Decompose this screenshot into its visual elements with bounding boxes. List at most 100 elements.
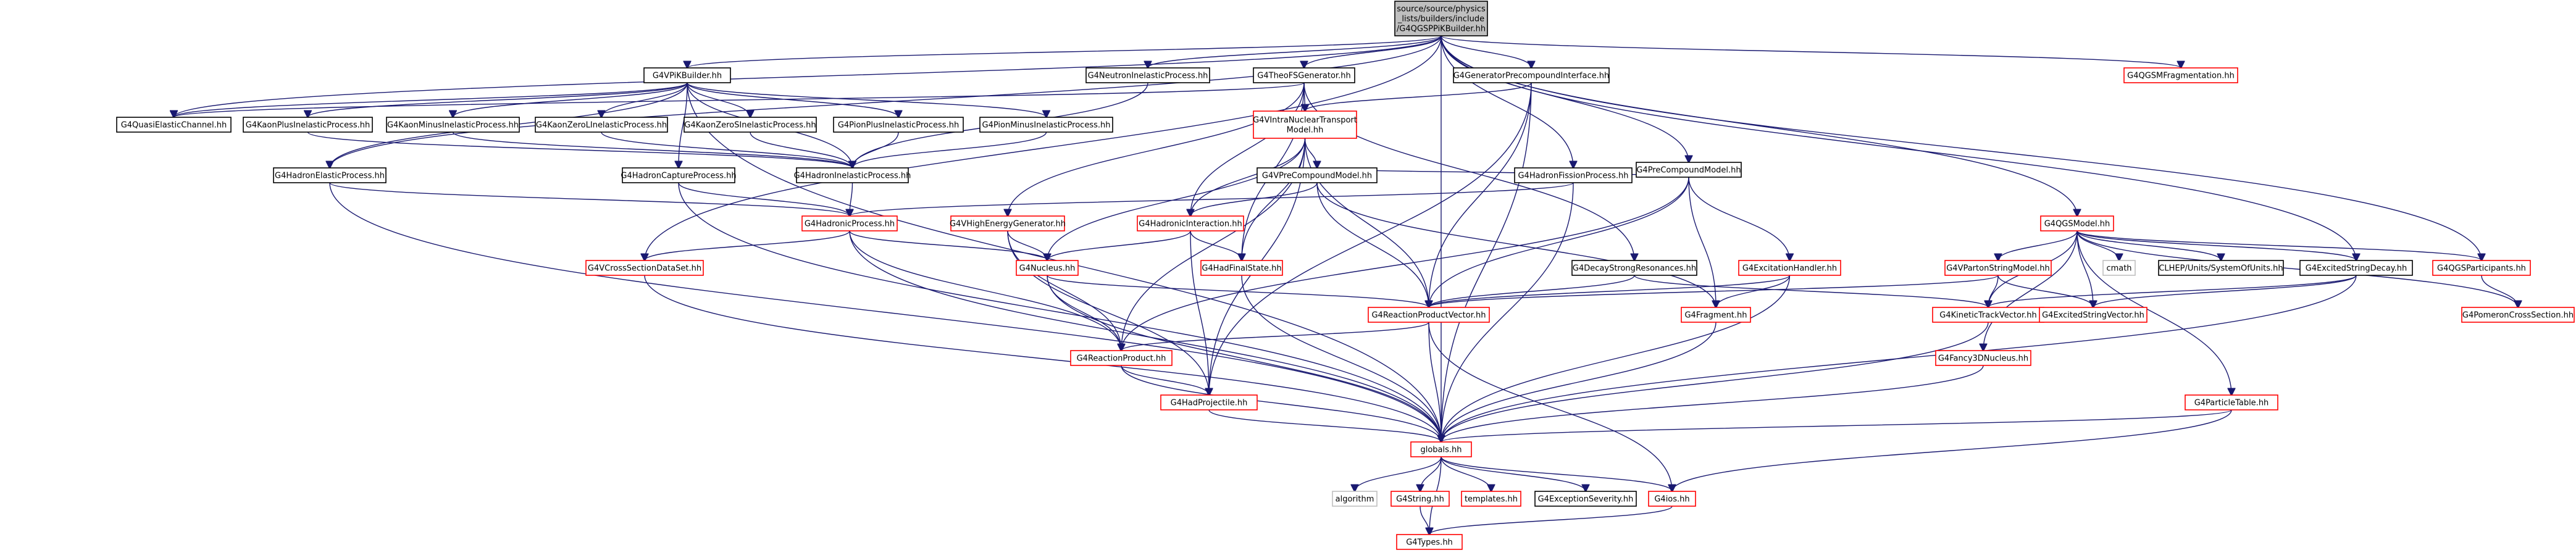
node-label-g4decaystrong: G4DecayStrongResonances.hh: [1573, 264, 1696, 273]
node-globals[interactable]: globals.hh: [1410, 441, 1472, 457]
node-g4theofs[interactable]: G4TheoFSGenerator.hh: [1253, 67, 1355, 83]
node-g4qgsmfrag[interactable]: G4QGSMFragmentation.hh: [2123, 67, 2238, 83]
node-g4ios[interactable]: G4ios.hh: [1648, 491, 1696, 507]
node-label-g4vpikbuilder: G4VPiKBuilder.hh: [653, 72, 722, 81]
node-box-g4quasielastic: [116, 117, 232, 133]
node-label-g4vprecompound: G4VPreCompoundModel.hh: [1262, 172, 1372, 181]
node-g4pionplus[interactable]: G4PionPlusInelasticProcess.hh: [833, 117, 964, 133]
node-g4kaonzeros[interactable]: G4KaonZeroSInelasticProcess.hh: [684, 117, 817, 133]
node-label-g4qgsparticipants: G4QGSParticipants.hh: [2437, 264, 2526, 273]
node-g4decaystrong[interactable]: G4DecayStrongResonances.hh: [1571, 260, 1697, 276]
node-label-g4pionplus: G4PionPlusInelasticProcess.hh: [838, 121, 959, 130]
node-g4hadfinalstate[interactable]: G4HadFinalState.hh: [1200, 260, 1283, 276]
edge-root-to-g4hadronelastic: [330, 35, 1442, 168]
node-g4fragment[interactable]: G4Fragment.hh: [1681, 307, 1751, 323]
node-g4reactionproduct[interactable]: G4ReactionProduct.hh: [1070, 350, 1173, 366]
edge-g4hadronfission-to-globals: [1441, 182, 1574, 442]
edge-root-to-g4theofs: [1304, 35, 1442, 68]
node-g4hadronelastic[interactable]: G4HadronElasticProcess.hh: [273, 167, 387, 183]
node-g4kaonzerol[interactable]: G4KaonZeroLInelasticProcess.hh: [535, 117, 668, 133]
node-root[interactable]: source/source/physics_lists/builders/inc…: [1394, 1, 1488, 36]
edge-g4kinetictrack-to-globals: [1441, 322, 1989, 442]
node-g4nucleus[interactable]: G4Nucleus.hh: [1016, 260, 1079, 276]
node-g4precompound[interactable]: G4PreCompoundModel.hh: [1636, 162, 1742, 178]
edge-g4vpikbuilder-to-g4pionminus: [687, 82, 1047, 117]
node-g4hadprojectile[interactable]: G4HadProjectile.hh: [1160, 394, 1258, 410]
edge-g4vhighenergy-to-g4reactionproduct: [1007, 230, 1121, 351]
node-box-g4hadronfission: [1514, 167, 1633, 183]
node-g4fancy3d[interactable]: G4Fancy3DNucleus.hh: [1935, 350, 2031, 366]
node-label-root: _lists/builders/include: [1397, 15, 1484, 24]
node-g4particletable[interactable]: G4ParticleTable.hh: [2185, 394, 2278, 410]
edge-g4hadronicprocess-to-g4nucleus: [849, 230, 1047, 260]
edge-g4vcrosssection-to-globals: [644, 275, 1441, 442]
edge-g4qgsmodel-to-g4excitedstringdecay: [2076, 230, 2356, 260]
node-g4hadronfission[interactable]: G4HadronFissionProcess.hh: [1514, 167, 1633, 183]
node-g4excitedstring[interactable]: G4ExcitedStringVector.hh: [2039, 307, 2147, 323]
node-g4hadronicprocess[interactable]: G4HadronicProcess.hh: [801, 215, 898, 231]
node-g4kinetictrack[interactable]: G4KineticTrackVector.hh: [1932, 307, 2044, 323]
node-g4qgsparticipants[interactable]: G4QGSParticipants.hh: [2432, 260, 2531, 276]
node-g4vhighenergy[interactable]: G4VHighEnergyGenerator.hh: [950, 215, 1066, 231]
node-g4vcrosssection[interactable]: G4VCrossSectionDataSet.hh: [585, 260, 704, 276]
edge-g4excitation-to-g4fragment: [1716, 275, 1791, 307]
node-label-g4ios: G4ios.hh: [1654, 495, 1689, 504]
edge-g4genprecompound-to-g4reactionproductvector: [1429, 82, 1532, 307]
node-label-g4hadronfission: G4HadronFissionProcess.hh: [1518, 172, 1628, 181]
node-templates[interactable]: templates.hh: [1461, 491, 1521, 507]
node-g4kaonminus[interactable]: G4KaonMinusInelasticProcess.hh: [386, 117, 520, 133]
node-g4excitation[interactable]: G4ExcitationHandler.hh: [1738, 260, 1841, 276]
node-cmath: cmath: [2102, 260, 2136, 276]
node-label-g4reactionproductvector: G4ReactionProductVector.hh: [1371, 311, 1486, 320]
node-g4hadroninelastic[interactable]: G4HadronInelasticProcess.hh: [794, 167, 911, 183]
node-g4hadronicinteraction[interactable]: G4HadronicInteraction.hh: [1137, 215, 1244, 231]
node-g4pomeron[interactable]: G4PomeronCrossSection.hh: [2461, 307, 2575, 323]
node-g4quasielastic[interactable]: G4QuasiElasticChannel.hh: [116, 117, 232, 133]
node-box-g4fancy3d: [1935, 350, 2031, 366]
node-label-g4quasielastic: G4QuasiElasticChannel.hh: [121, 121, 227, 130]
node-g4neutroninelastic[interactable]: G4NeutronInelasticProcess.hh: [1085, 67, 1210, 83]
edge-g4vpartonstring-to-g4kinetictrack: [1988, 275, 1999, 307]
node-g4reactionproductvector[interactable]: G4ReactionProductVector.hh: [1368, 307, 1490, 323]
edge-g4hadroncapture-to-globals: [678, 182, 1441, 442]
node-label-g4hadprojectile: G4HadProjectile.hh: [1171, 399, 1248, 408]
edge-g4hadprojectile-to-globals: [1208, 409, 1441, 442]
node-label-templates: templates.hh: [1465, 495, 1518, 504]
node-g4exceptionseverity[interactable]: G4ExceptionSeverity.hh: [1534, 491, 1637, 507]
node-g4vprecompound[interactable]: G4VPreCompoundModel.hh: [1257, 167, 1378, 183]
node-label-g4precompound: G4PreCompoundModel.hh: [1636, 166, 1741, 175]
node-box-g4reactionproductvector: [1368, 307, 1490, 323]
node-g4excitedstringdecay[interactable]: G4ExcitedStringDecay.hh: [2299, 260, 2413, 276]
edge-g4qgsmodel-to-g4particletable: [2076, 230, 2231, 395]
node-label-g4hadronelastic: G4HadronElasticProcess.hh: [275, 172, 385, 181]
node-label-g4hadroncapture: G4HadronCaptureProcess.hh: [621, 172, 736, 181]
edge-g4nucleus-to-g4reactionproductvector: [1047, 275, 1429, 307]
edge-g4reactionproduct-to-globals: [1121, 365, 1441, 442]
node-g4pionminus[interactable]: G4PionMinusInelasticProcess.hh: [979, 117, 1113, 133]
node-g4qgsmodel[interactable]: G4QGSModel.hh: [2040, 215, 2114, 231]
node-g4vpikbuilder[interactable]: G4VPiKBuilder.hh: [643, 67, 731, 83]
node-g4genprecompound[interactable]: G4GeneratorPrecompoundInterface.hh: [1453, 67, 1610, 83]
node-clhep[interactable]: CLHEP/Units/SystemOfUnits.hh: [2158, 260, 2284, 276]
node-label-g4fancy3d: G4Fancy3DNucleus.hh: [1938, 354, 2028, 364]
edge-g4precompound-to-g4reactionproduct: [1121, 177, 1689, 351]
edge-root-to-g4quasielastic: [174, 35, 1442, 117]
edge-g4theofs-to-g4vhighenergy: [1008, 82, 1305, 216]
node-label-g4types: G4Types.hh: [1406, 538, 1453, 548]
node-label-g4hadronicinteraction: G4HadronicInteraction.hh: [1139, 220, 1242, 229]
node-g4string[interactable]: G4String.hh: [1390, 491, 1450, 507]
edge-root-to-g4vpikbuilder: [687, 35, 1442, 68]
node-label-g4hadronicprocess: G4HadronicProcess.hh: [805, 220, 895, 229]
node-box-g4kaonminus: [386, 117, 520, 133]
edge-g4hadronicprocess-to-globals: [849, 230, 1441, 442]
edge-g4qgsmodel-to-g4pomeron: [2076, 230, 2518, 307]
node-g4kaonplus[interactable]: G4KaonPlusInelasticProcess.hh: [243, 117, 373, 133]
edge-g4hadroninelastic-to-g4hadronicprocess: [850, 182, 853, 216]
node-g4types[interactable]: G4Types.hh: [1396, 534, 1463, 550]
edge-g4vintranuclear-to-g4hadronicinteraction: [1190, 138, 1306, 216]
node-g4hadroncapture[interactable]: G4HadronCaptureProcess.hh: [621, 167, 737, 183]
node-g4vpartonstring[interactable]: G4VPartonStringModel.hh: [1944, 260, 2052, 276]
edge-root-to-g4hadronfission: [1441, 35, 1573, 168]
